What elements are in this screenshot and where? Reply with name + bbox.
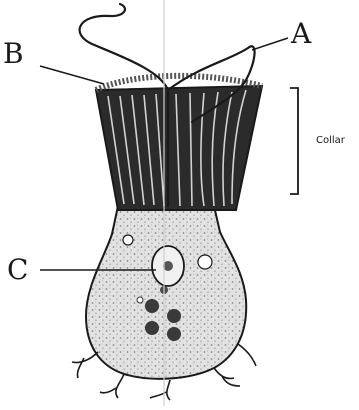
collar-bracket: [290, 88, 298, 194]
label-b: B: [3, 40, 24, 68]
label-a: A: [291, 20, 311, 48]
label-c: C: [7, 256, 28, 284]
leader-a: [252, 38, 288, 50]
label-collar: Collar: [316, 136, 345, 146]
leader-b: [40, 66, 104, 84]
